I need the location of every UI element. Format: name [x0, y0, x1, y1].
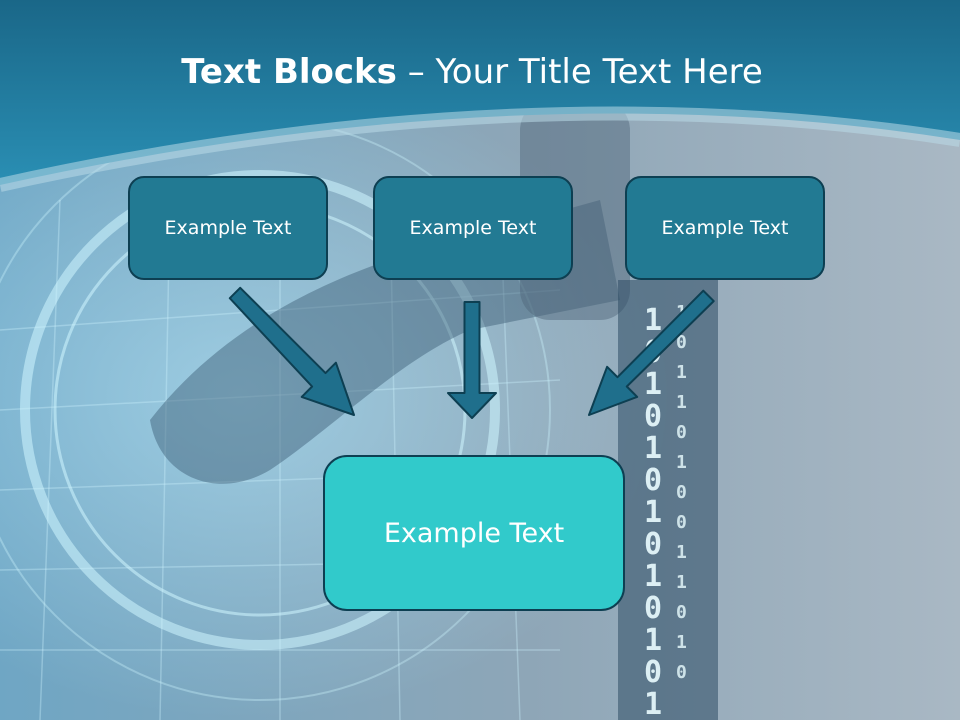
binary-digit: 0 — [676, 662, 687, 683]
binary-digit: 0 — [644, 591, 662, 626]
binary-digit: 1 — [676, 392, 687, 413]
text-block-top-center: Example Text — [373, 176, 573, 280]
binary-digit: 0 — [644, 655, 662, 690]
binary-digit: 1 — [676, 572, 687, 593]
binary-digit: 1 — [644, 367, 662, 402]
binary-digit: 0 — [676, 602, 687, 623]
arrow-right — [588, 289, 715, 416]
binary-digit: 1 — [676, 452, 687, 473]
binary-digit: 0 — [644, 527, 662, 562]
binary-digit: 0 — [676, 482, 687, 503]
binary-digit: 1 — [644, 623, 662, 658]
binary-digit: 1 — [644, 495, 662, 530]
binary-digit: 0 — [676, 512, 687, 533]
text-block-top-left: Example Text — [128, 176, 328, 280]
binary-digit: 0 — [676, 332, 687, 353]
title-dash: – — [396, 52, 436, 92]
text-block-bottom: Example Text — [323, 455, 625, 611]
binary-digit: 0 — [644, 399, 662, 434]
arrow-middle — [447, 301, 497, 419]
title-bold-part: Text Blocks — [181, 52, 397, 92]
binary-digit: 1 — [644, 303, 662, 338]
text-block-top-right: Example Text — [625, 176, 825, 280]
binary-digit: 0 — [676, 422, 687, 443]
binary-digit: 1 — [676, 542, 687, 563]
binary-digit: 1 — [644, 559, 662, 594]
title-regular-part: Your Title Text Here — [435, 52, 763, 92]
binary-digit: 1 — [676, 362, 687, 383]
binary-digit: 1 — [676, 632, 687, 653]
binary-digit: 1 — [644, 687, 662, 720]
arrow-left — [228, 286, 355, 416]
binary-digit: 1 — [644, 431, 662, 466]
binary-digit: 0 — [644, 463, 662, 498]
slide-title: Text Blocks – Your Title Text Here — [0, 52, 944, 92]
